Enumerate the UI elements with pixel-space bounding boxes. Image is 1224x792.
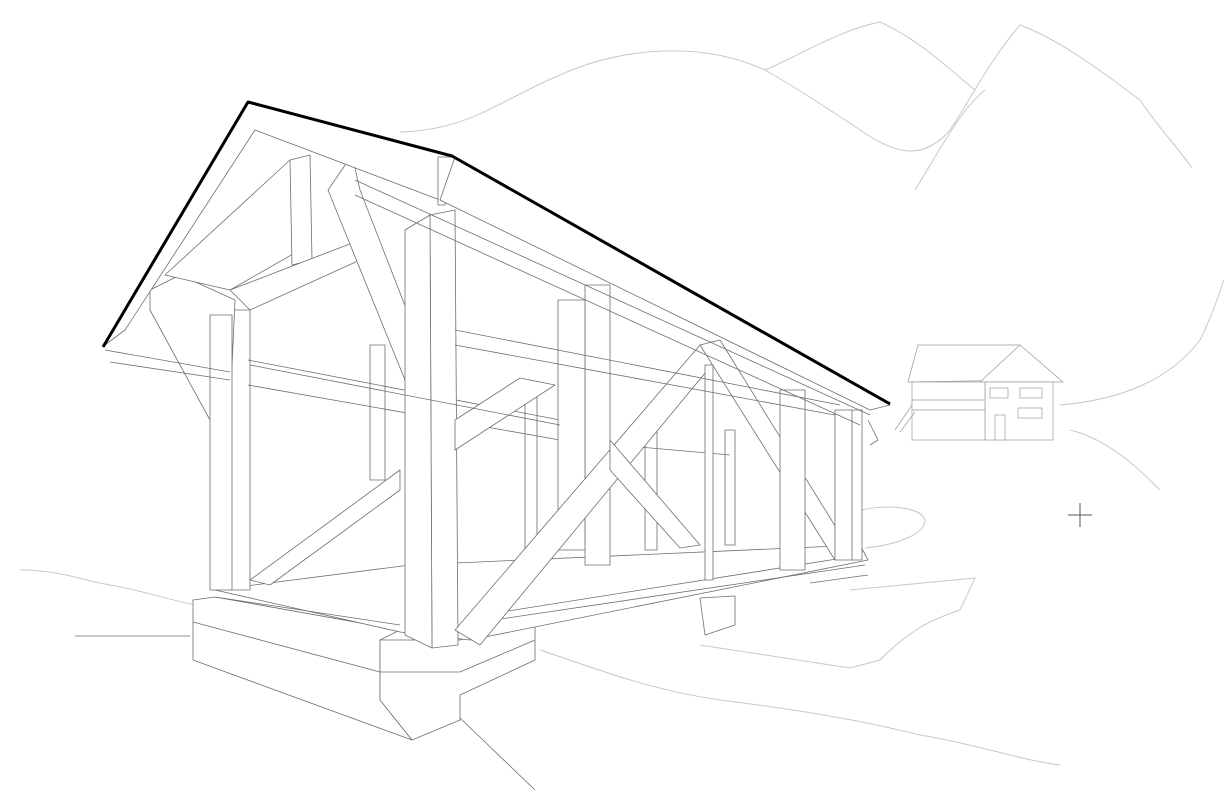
- selected-roof-edge[interactable]: [101, 100, 891, 406]
- abutment-right: [699, 595, 736, 636]
- crosshair-cursor-icon: [1068, 503, 1092, 527]
- distant-house: [894, 344, 1064, 441]
- terrain-lines: [19, 506, 1061, 791]
- background-mountains: [399, 21, 1224, 491]
- covered-bridge-model[interactable]: [101, 100, 891, 741]
